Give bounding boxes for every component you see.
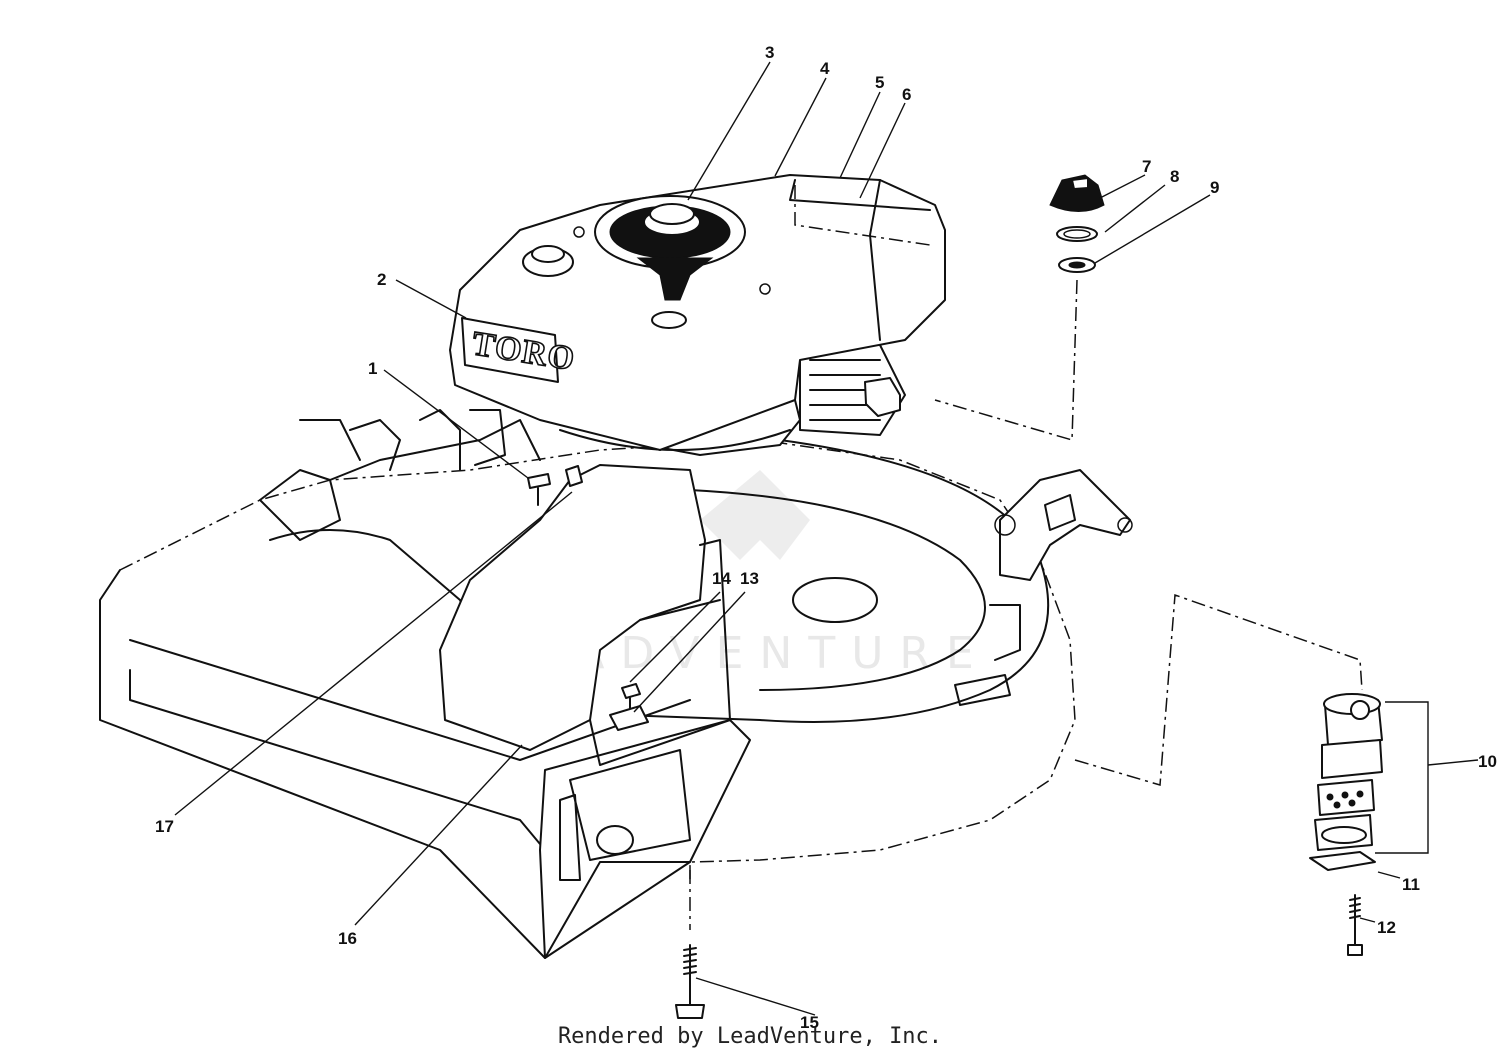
callout-3: 3: [765, 43, 774, 62]
callout-17: 17: [155, 817, 174, 836]
mower-deck: [99, 409, 1133, 959]
engine-assembly: TORO: [449, 174, 946, 456]
callout-10: 10: [1478, 752, 1497, 771]
bolt-15: [675, 870, 705, 1019]
callout-12: 12: [1377, 918, 1396, 937]
callout-14: 14: [712, 569, 731, 588]
air-cleaner-parts: [934, 174, 1105, 441]
callout-5: 5: [875, 73, 884, 92]
callout-2: 2: [377, 270, 386, 289]
callout-4: 4: [820, 59, 830, 78]
muffler-parts: [1074, 593, 1479, 956]
callout-7: 7: [1142, 157, 1151, 176]
leader-lines: [174, 61, 1401, 1016]
baffle: [439, 464, 731, 766]
callout-16: 16: [338, 929, 357, 948]
callout-15: 15: [800, 1013, 819, 1032]
callout-1: 1: [368, 359, 377, 378]
callout-6: 6: [902, 85, 911, 104]
callouts: 1 2 3 4 5 6 7 8 9 10 11 12 13 14 15 16 1…: [155, 43, 1497, 1032]
callout-9: 9: [1210, 178, 1219, 197]
deck-hardware: [527, 465, 649, 731]
footer-credit: Rendered by LeadVenture, Inc.: [557, 1024, 943, 1049]
callout-13: 13: [740, 569, 759, 588]
callout-8: 8: [1170, 167, 1179, 186]
callout-11: 11: [1402, 875, 1420, 894]
